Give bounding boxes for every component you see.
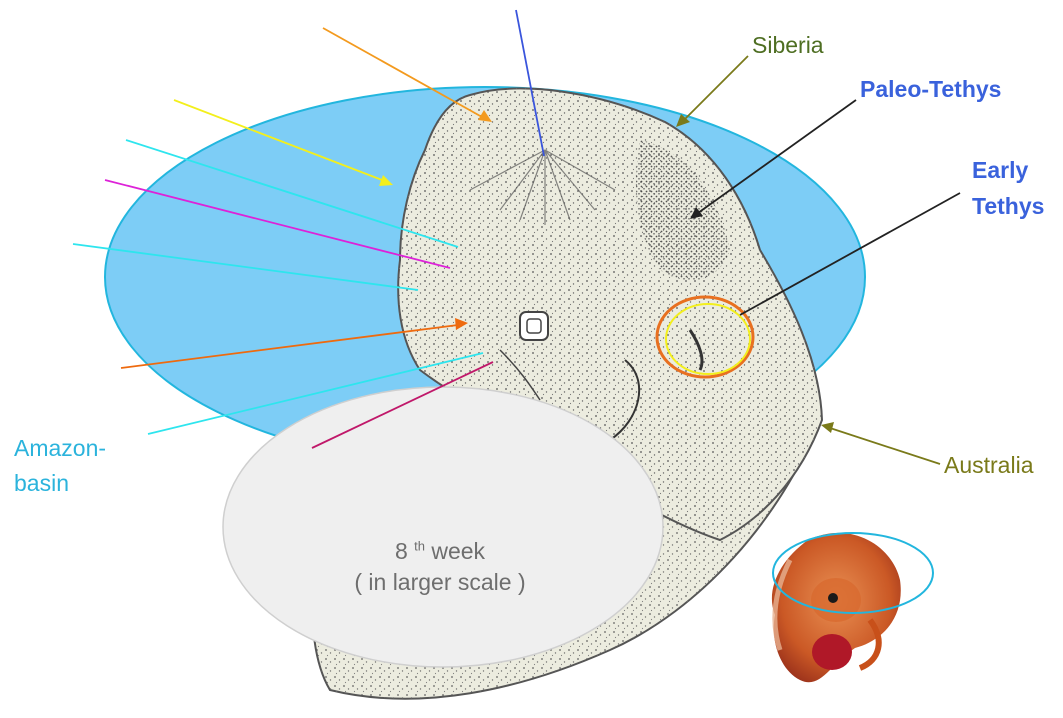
label-early-tethys-line2: Tethys (972, 193, 1044, 220)
label-siberia: Siberia (752, 32, 824, 59)
label-paleo-tethys: Paleo-Tethys (860, 76, 1001, 103)
inset-ellipse (223, 387, 663, 667)
label-early-tethys-line1: Early (972, 157, 1028, 184)
week-word: week (431, 538, 485, 564)
label-amazon-line2: basin (14, 470, 69, 497)
label-australia: Australia (944, 452, 1033, 479)
week-number: 8 (395, 538, 408, 564)
week-suffix: th (414, 538, 425, 553)
label-amazon-line1: Amazon- (14, 435, 106, 462)
inset-caption: 8 th week ( in larger scale ) (340, 536, 540, 598)
embryo-photo (772, 533, 901, 682)
scale-note: ( in larger scale ) (340, 567, 540, 598)
